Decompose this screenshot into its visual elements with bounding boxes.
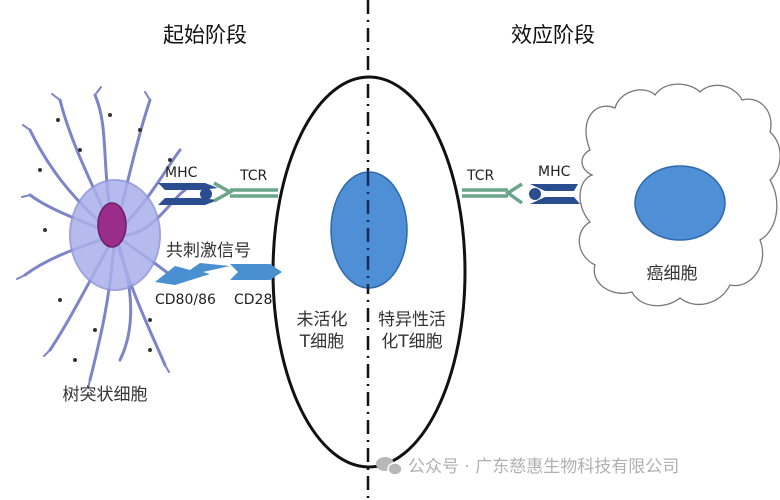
- left-mhc-label: MHC: [165, 165, 198, 181]
- active-t-label-2: 化T细胞: [381, 332, 442, 352]
- t-cell: [271, 75, 467, 469]
- right-tcr-receptor: [462, 182, 524, 205]
- costim-molecules: [155, 263, 282, 285]
- dendritic-granules: [38, 113, 172, 362]
- right-mhc-receptor: [529, 184, 580, 204]
- wechat-icon: [376, 457, 403, 476]
- inactive-t-label-2: T细胞: [299, 332, 344, 352]
- right-tcr-label: TCR: [466, 168, 495, 184]
- dendritic-cell: [16, 86, 187, 389]
- watermark-text: 公众号 · 广东慈惠生物科技有限公司: [408, 457, 679, 477]
- title-effector: 效应阶段: [511, 23, 595, 47]
- title-initiation: 起始阶段: [163, 23, 247, 47]
- right-mhc-label: MHC: [538, 164, 571, 180]
- cd28-label: CD28: [234, 292, 272, 308]
- dendritic-cell-label: 树突状细胞: [63, 385, 148, 405]
- inactive-t-label-1: 未活化: [297, 310, 348, 330]
- cd28-shape: [230, 264, 282, 280]
- costim-signal-label: 共刺激信号: [166, 241, 251, 261]
- cd80-86-shape: [155, 263, 230, 285]
- left-mhc-receptor: [158, 183, 218, 205]
- cd80-86-label: CD80/86: [155, 292, 216, 308]
- active-t-label-1: 特异性活: [378, 310, 446, 330]
- cancer-cell-label: 癌细胞: [647, 264, 698, 284]
- cancer-nucleus: [634, 165, 726, 241]
- left-tcr-label: TCR: [239, 168, 268, 184]
- left-tcr-receptor: [213, 181, 278, 203]
